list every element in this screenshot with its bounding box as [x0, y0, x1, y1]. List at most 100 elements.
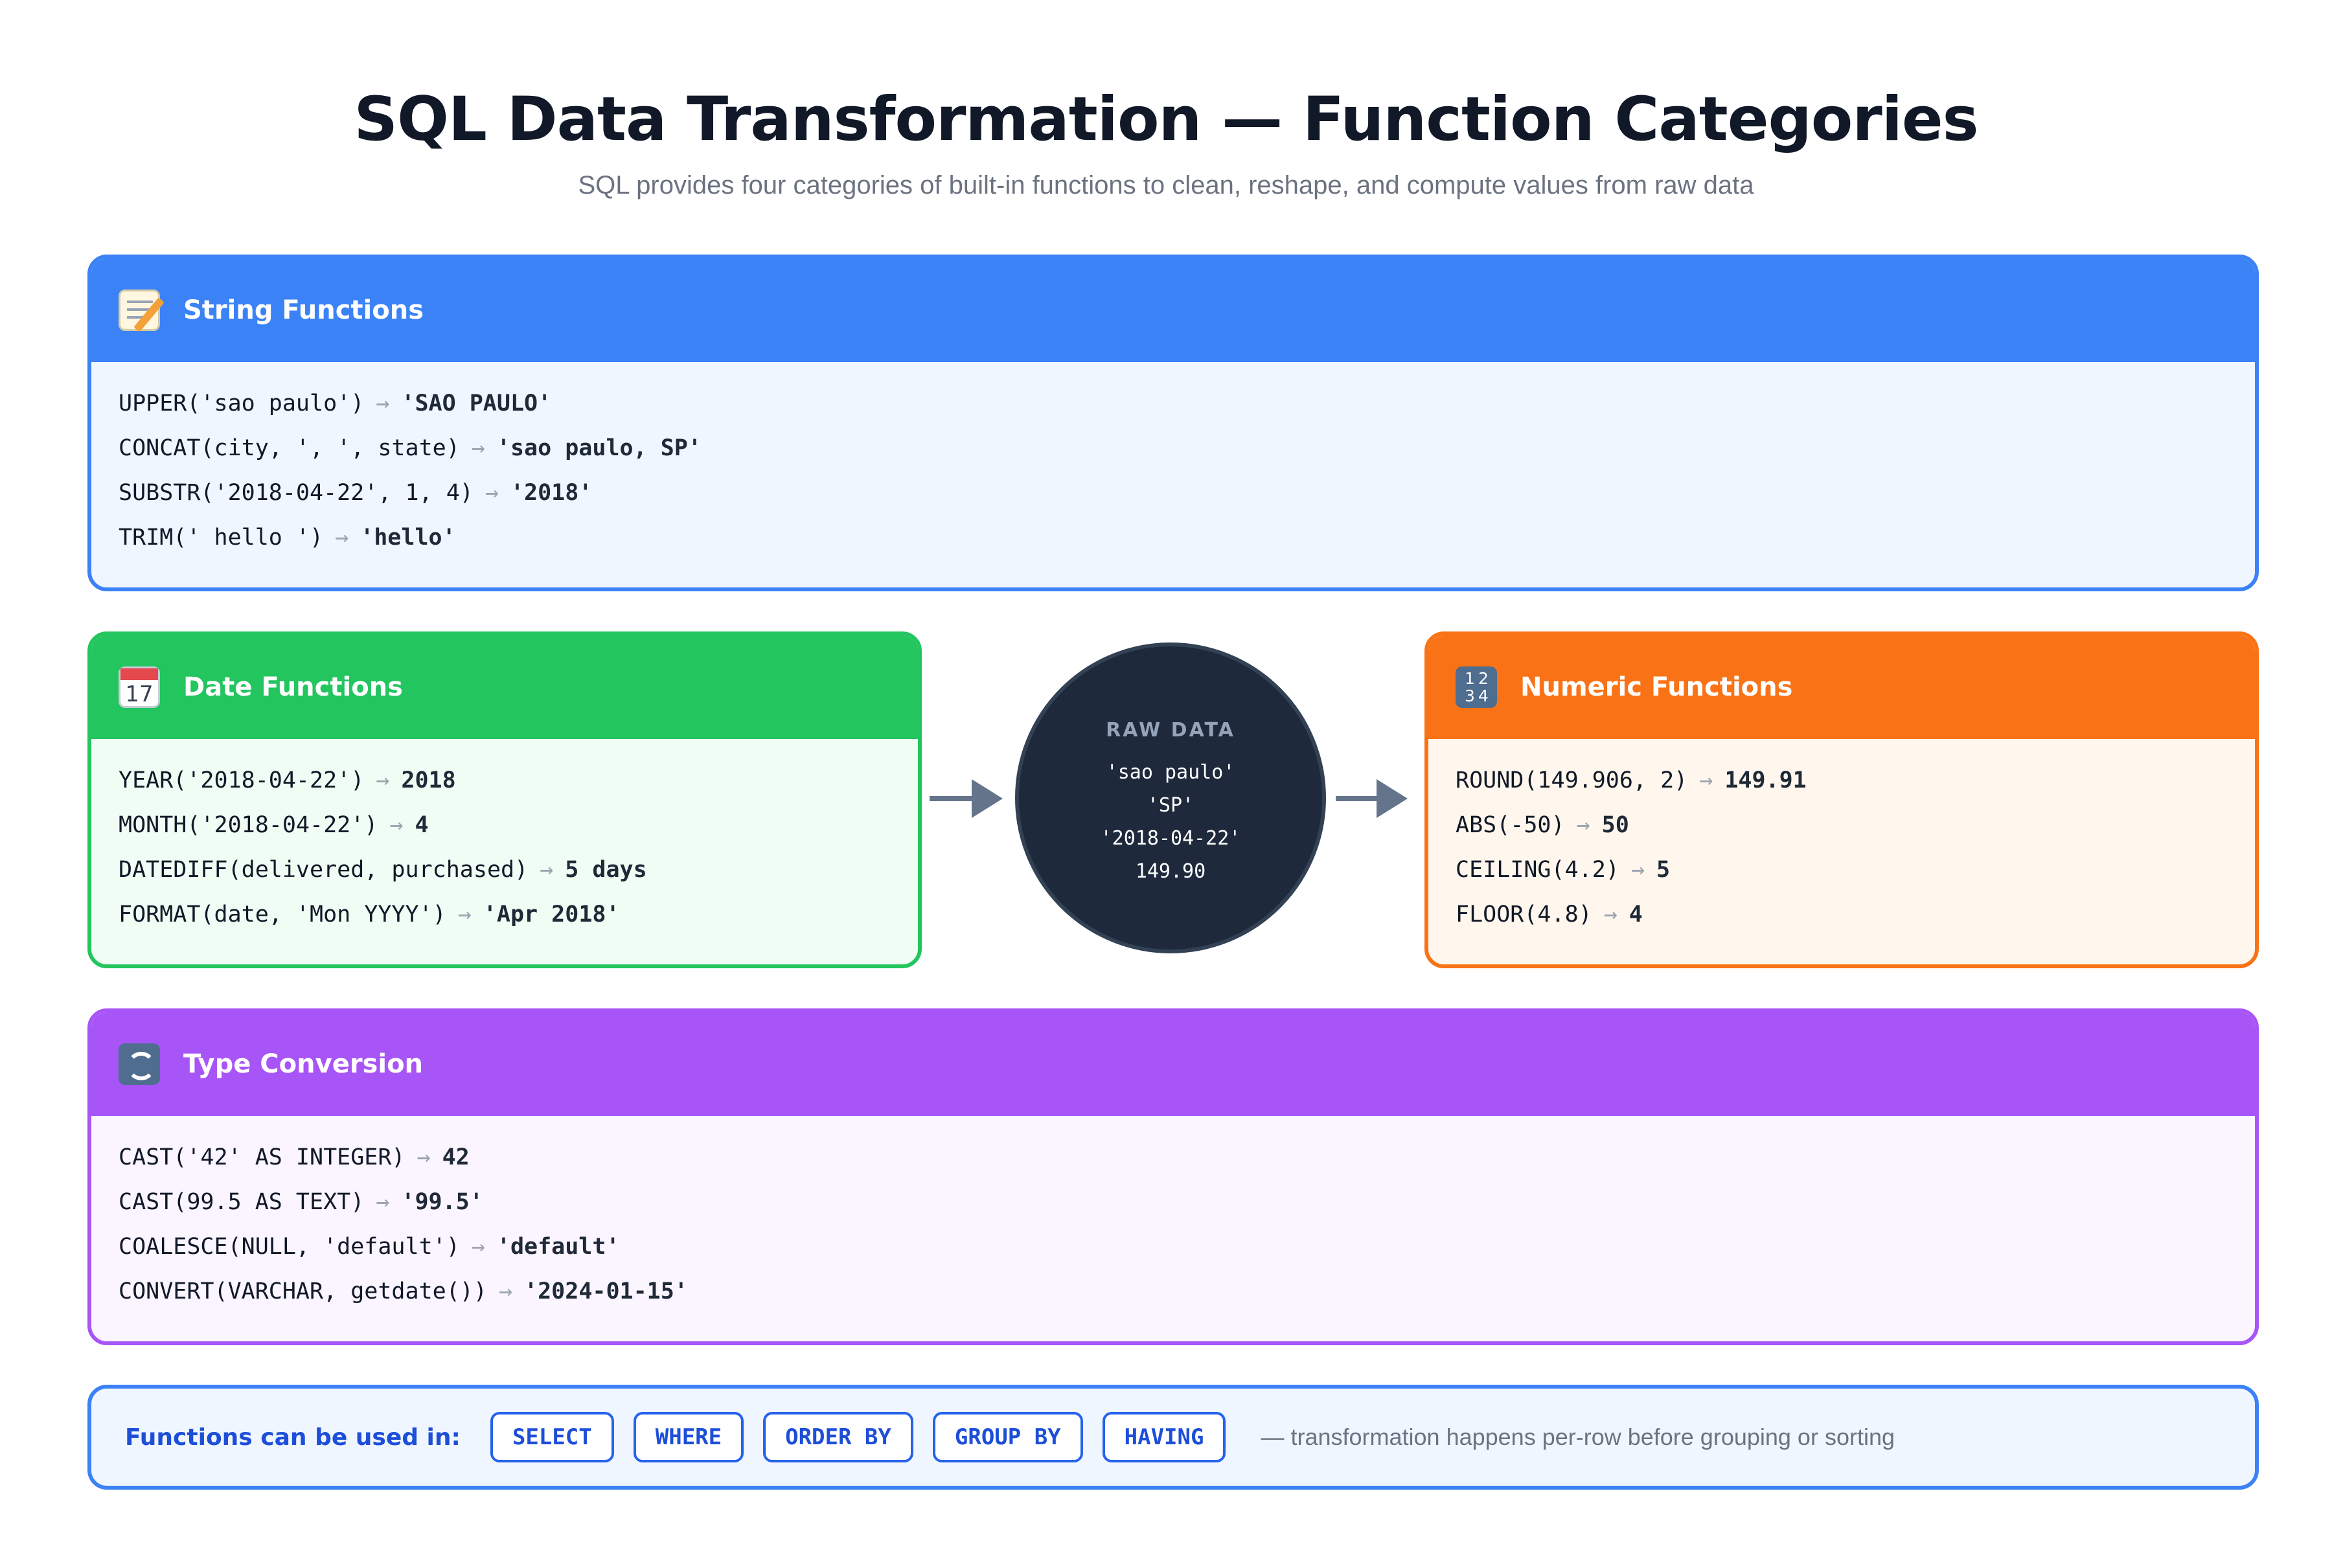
code-line: YEAR('2018-04-22') → 2018 [119, 758, 918, 803]
raw-data-value: 'SP' [1147, 794, 1195, 817]
refresh-icon [119, 1043, 160, 1085]
arrow-icon: → [471, 1234, 485, 1260]
code-expr: CAST('42' AS INTEGER) [119, 1144, 406, 1170]
code-expr: UPPER('sao paulo') [119, 391, 365, 416]
arrow-icon: → [376, 391, 390, 416]
code-result: 2018 [401, 767, 456, 793]
code-line: FORMAT(date, 'Mon YYYY') → 'Apr 2018' [119, 892, 918, 937]
code-result: 'default' [496, 1234, 620, 1260]
numeric-functions-list: ROUND(149.906, 2)→149.91 ABS(-50)→50 CEI… [1428, 739, 2255, 937]
code-expr: FORMAT(date, 'Mon YYYY') [119, 902, 446, 927]
date-functions-header: 17 Date Functions [91, 635, 918, 739]
code-result: 'Apr 2018' [483, 902, 620, 927]
keyword-group-by: GROUP BY [932, 1412, 1083, 1462]
raw-data-value: '2018-04-22' [1100, 827, 1241, 850]
code-line: MONTH('2018-04-22') → 4 [119, 803, 918, 848]
code-result: 42 [442, 1144, 470, 1170]
numeric-functions-header: 1 2 3 4 Numeric Functions [1428, 635, 2255, 739]
numeric-functions-panel: 1 2 3 4 Numeric Functions ROUND(149.906,… [1424, 631, 2259, 968]
code-result: 149.91 [1724, 767, 1807, 793]
arrow-date-to-raw [930, 779, 1003, 818]
string-functions-header: String Functions [91, 258, 2255, 362]
type-conversion-header: Type Conversion [91, 1012, 2255, 1116]
code-result: 'SAO PAULO' [401, 391, 552, 416]
arrow-icon: → [376, 767, 390, 793]
footer-note: — transformation happens per-row before … [1261, 1424, 1895, 1450]
code-expr: MONTH('2018-04-22') [119, 812, 378, 838]
arrow-icon: → [457, 902, 472, 927]
code-expr: DATEDIFF(delivered, purchased) [119, 857, 529, 883]
code-result: '2024-01-15' [524, 1278, 688, 1304]
code-expr: CEILING(4.2) [1456, 857, 1619, 883]
date-functions-panel: 17 Date Functions YEAR('2018-04-22') → 201… [87, 631, 922, 968]
code-result: 5 days [565, 857, 647, 883]
arrow-icon: → [1630, 857, 1645, 883]
code-line: ABS(-50)→50 [1456, 803, 2255, 848]
date-functions-list: YEAR('2018-04-22') → 2018 MONTH('2018-04-2… [91, 739, 918, 937]
code-line: CONCAT(city, ', ', state)→'sao paulo, SP… [119, 426, 2255, 471]
keyword-order-by: ORDER BY [763, 1412, 913, 1462]
arrow-icon: → [540, 857, 554, 883]
code-result: 50 [1601, 812, 1629, 838]
arrow-icon: → [1603, 902, 1618, 927]
arrow-icon: → [1576, 812, 1590, 838]
raw-data-title: RAW DATA [1106, 719, 1235, 742]
arrow-icon: → [1699, 767, 1713, 793]
footer-label: Functions can be used in: [125, 1424, 461, 1451]
code-expr: YEAR('2018-04-22') [119, 767, 365, 793]
arrow-icon: → [376, 1189, 390, 1215]
calendar-icon: 17 [119, 666, 160, 708]
code-result: 4 [415, 812, 429, 838]
numbers-digit: 2 [1478, 669, 1489, 688]
code-expr: ROUND(149.906, 2) [1456, 767, 1688, 793]
type-conversion-list: CAST('42' AS INTEGER) → 42 CAST(99.5 AS TE… [91, 1116, 2255, 1314]
arrow-icon: → [335, 525, 349, 551]
code-expr: CONVERT(VARCHAR, getdate()) [119, 1278, 487, 1304]
code-expr: COALESCE(NULL, 'default') [119, 1234, 460, 1260]
code-expr: FLOOR(4.8) [1456, 902, 1592, 927]
code-line: UPPER('sao paulo') → 'SAO PAULO' [119, 381, 2255, 426]
string-functions-title: String Functions [183, 295, 424, 325]
code-expr: CAST(99.5 AS TEXT) [119, 1189, 365, 1215]
usage-footer: Functions can be used in: SELECT WHERE O… [87, 1385, 2259, 1490]
arrow-icon: → [471, 435, 485, 461]
page-subtitle: SQL provides four categories of built-in… [578, 171, 1754, 199]
code-result: 'sao paulo, SP' [496, 435, 702, 461]
arrow-icon: → [498, 1278, 513, 1304]
string-functions-list: UPPER('sao paulo') → 'SAO PAULO' CONCAT(ci… [91, 362, 2255, 560]
code-result: 'hello' [360, 525, 456, 551]
arrow-raw-to-numeric [1336, 779, 1408, 818]
code-line: CAST(99.5 AS TEXT) → '99.5' [119, 1180, 2255, 1225]
code-line: TRIM(' hello ') → 'hello' [119, 516, 2255, 560]
numbers-digit: 3 [1465, 687, 1475, 705]
code-line: FLOOR(4.8) → 4 [1456, 892, 2255, 937]
raw-data-value: 149.90 [1135, 860, 1206, 883]
numbers-icon: 1 2 3 4 [1456, 666, 1497, 708]
type-conversion-title: Type Conversion [183, 1049, 424, 1079]
arrow-icon: → [417, 1144, 431, 1170]
numbers-digit: 1 [1465, 669, 1475, 688]
code-result: 5 [1656, 857, 1671, 883]
keyword-where: WHERE [633, 1412, 744, 1462]
arrow-icon: → [389, 812, 404, 838]
numbers-digit: 4 [1478, 687, 1489, 705]
keyword-select: SELECT [490, 1412, 614, 1462]
numeric-functions-title: Numeric Functions [1520, 672, 1793, 702]
page-title: SQL Data Transformation — Function Categ… [354, 84, 1978, 155]
arrow-icon: → [485, 480, 499, 506]
code-expr: TRIM(' hello ') [119, 525, 324, 551]
code-result: '99.5' [401, 1189, 483, 1215]
date-functions-title: Date Functions [183, 672, 403, 702]
type-conversion-panel: Type Conversion CAST('42' AS INTEGER) → 42… [87, 1008, 2259, 1345]
code-result: 4 [1629, 902, 1643, 927]
code-line: SUBSTR('2018-04-22', 1, 4) → '2018' [119, 471, 2255, 516]
memo-icon [119, 290, 165, 332]
code-result: '2018' [510, 480, 593, 506]
raw-data-circle: RAW DATA 'sao paulo' 'SP' '2018-04-22' 1… [1015, 642, 1326, 953]
keyword-having: HAVING [1102, 1412, 1226, 1462]
code-expr: SUBSTR('2018-04-22', 1, 4) [119, 480, 474, 506]
code-line: ROUND(149.906, 2) → 149.91 [1456, 758, 2255, 803]
code-line: COALESCE(NULL, 'default') → 'default' [119, 1225, 2255, 1269]
code-line: DATEDIFF(delivered, purchased) → 5 days [119, 848, 918, 892]
calendar-day: 17 [125, 681, 154, 707]
